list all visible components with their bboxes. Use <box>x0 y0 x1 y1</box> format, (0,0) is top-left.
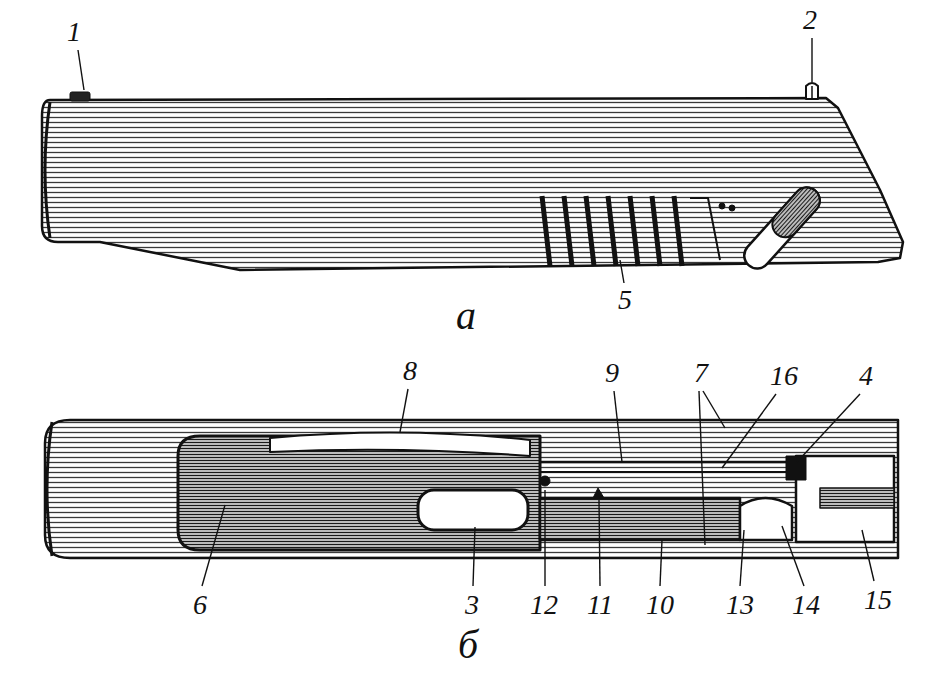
callout-number: 5 <box>618 286 632 314</box>
callout-number: 2 <box>803 6 817 34</box>
serration <box>542 196 550 266</box>
callout-number: 3 <box>465 591 479 619</box>
leader-line <box>660 540 662 586</box>
callout-number: 15 <box>864 586 892 614</box>
rear-sight <box>806 83 818 99</box>
muzzle-edge <box>45 102 50 238</box>
callout-number: 9 <box>605 359 619 387</box>
leader-line <box>862 530 874 581</box>
leader-line <box>722 394 776 468</box>
marking <box>719 203 725 209</box>
serration <box>652 196 660 266</box>
view-letter: а <box>456 296 476 336</box>
recoil-spring-channel <box>270 432 530 456</box>
leader-line <box>599 500 600 586</box>
ejection-window <box>418 490 528 530</box>
leader-line <box>620 260 624 283</box>
slide-body <box>45 420 898 558</box>
pin-hole <box>540 476 550 486</box>
callout-number: 10 <box>646 591 674 619</box>
marking <box>729 205 735 211</box>
front-sight <box>70 92 90 101</box>
leader-lines <box>78 38 874 586</box>
callout-number: 8 <box>403 357 417 385</box>
callout-number: 13 <box>726 591 754 619</box>
bottom-view <box>45 420 898 558</box>
breech-face <box>796 456 894 542</box>
serration <box>674 196 682 266</box>
callout-number: 14 <box>792 591 820 619</box>
leader-line <box>473 527 475 586</box>
leader-line <box>740 530 744 586</box>
callout-number: 16 <box>770 362 798 390</box>
side-view <box>42 83 903 274</box>
leader-line <box>811 38 812 82</box>
callout-number: 7 <box>694 359 708 387</box>
leader-line <box>614 391 622 462</box>
extractor-socket <box>786 456 806 480</box>
safety-lever <box>739 182 825 274</box>
serrations <box>542 196 682 266</box>
callout-number: 11 <box>587 591 613 619</box>
serration-edge <box>690 198 720 260</box>
muzzle-edge <box>47 422 52 556</box>
leader-line <box>544 490 545 586</box>
leader-line <box>699 391 705 545</box>
leader-line <box>782 526 804 586</box>
leader-line <box>703 391 725 428</box>
firing-pin-channel <box>820 488 894 508</box>
serration <box>586 196 594 266</box>
serration <box>608 196 616 266</box>
callout-number: 1 <box>67 18 81 46</box>
projection <box>593 488 604 498</box>
rear-sight-notch <box>811 86 813 99</box>
callout-number: 4 <box>859 362 873 390</box>
leader-line <box>78 50 84 90</box>
view-letter: б <box>458 625 478 665</box>
callout-number: 12 <box>530 591 558 619</box>
serration <box>564 196 572 266</box>
safety-lever-grip <box>767 182 825 242</box>
leader-line <box>400 389 408 432</box>
leader-line <box>202 505 225 586</box>
callout-number: 6 <box>193 591 207 619</box>
lower-rail <box>540 498 740 540</box>
leader-line <box>797 394 860 462</box>
safety-lever-body <box>739 182 825 274</box>
serration <box>630 196 638 266</box>
